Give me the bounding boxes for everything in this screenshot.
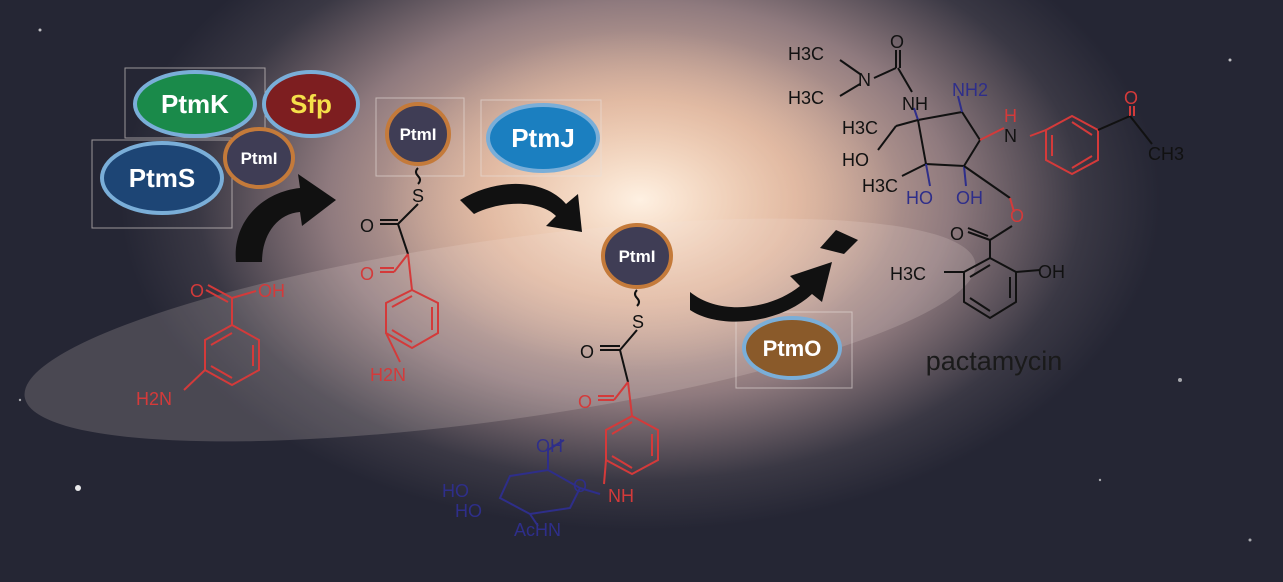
mol2-o1: O	[360, 216, 374, 236]
ptmo-enzyme: PtmO	[742, 316, 842, 380]
pac-nh: NH	[902, 94, 928, 114]
sfp-label: Sfp	[290, 89, 332, 119]
pac-ho-1: HO	[842, 150, 869, 170]
reaction-arrows	[235, 174, 858, 322]
ptmi-enzyme-3: PtmI	[601, 223, 673, 289]
pac-n: N	[858, 70, 871, 90]
pac-o-ketone: O	[1124, 88, 1138, 108]
mol3-ring-o: O	[573, 476, 587, 496]
pac-h3c-4: H3C	[862, 176, 898, 196]
ptmk-label: PtmK	[161, 89, 229, 119]
pac-nh2: NH2	[952, 80, 988, 100]
ptmi-label-1: PtmI	[241, 149, 278, 168]
ptms-enzyme: PtmS	[100, 141, 224, 215]
aminobenzoic-acid	[183, 284, 260, 391]
mol1-h2n: H2N	[136, 389, 172, 409]
mol3-o1: O	[580, 342, 594, 362]
pac-h3c-5: H3C	[890, 264, 926, 284]
ptmj-enzyme: PtmJ	[486, 103, 600, 173]
arrow-3	[690, 262, 832, 322]
pac-oh: OH	[956, 188, 983, 208]
mol3-ho1: HO	[442, 481, 469, 501]
pac-h3c-3: H3C	[842, 118, 878, 138]
pactamycin-structure	[839, 50, 1153, 320]
pac-o-carbonyl: O	[950, 224, 964, 244]
mol3-ho2: HO	[455, 501, 482, 521]
ptmo-label: PtmO	[763, 336, 822, 361]
mol2-s: S	[412, 186, 424, 206]
mol3-o2: O	[578, 392, 592, 412]
sfp-enzyme: Sfp	[262, 70, 360, 138]
mol1-o: O	[190, 281, 204, 301]
mol2-h2n: H2N	[370, 365, 406, 385]
mol1-oh: OH	[258, 281, 285, 301]
ptmi-label-2: PtmI	[400, 125, 437, 144]
arrow-3b	[820, 230, 858, 254]
pac-ch3: CH3	[1148, 144, 1184, 164]
mol3-oh: OH	[536, 436, 563, 456]
ptmi-label-3: PtmI	[619, 247, 656, 266]
pac-h3c-2: H3C	[788, 88, 824, 108]
mol3-achn: AcHN	[514, 520, 561, 540]
pac-n-aryl: N	[1004, 126, 1017, 146]
pac-h3c-1: H3C	[788, 44, 824, 64]
pac-oh-2: OH	[1038, 262, 1065, 282]
ptmj-label: PtmJ	[511, 123, 575, 153]
pac-ho-2: HO	[906, 188, 933, 208]
arrow-1	[235, 174, 336, 262]
ptms-label: PtmS	[129, 163, 195, 193]
mol2-o2: O	[360, 264, 374, 284]
pac-o-ester: O	[1010, 206, 1024, 226]
pac-h: H	[1004, 106, 1017, 126]
arrow-2	[460, 183, 582, 232]
stars	[18, 28, 1252, 542]
intermediate-2	[498, 289, 659, 527]
intermediate-1	[380, 167, 439, 363]
galaxy-band	[24, 218, 976, 442]
ptmi-enzyme-1: PtmI	[223, 127, 295, 189]
mol3-s: S	[632, 312, 644, 332]
product-name: pactamycin	[926, 346, 1063, 376]
ptmk-enzyme: PtmK	[133, 70, 257, 138]
pac-o-urea: O	[890, 32, 904, 52]
mol3-nh: NH	[608, 486, 634, 506]
ptmi-enzyme-2: PtmI	[385, 102, 451, 166]
